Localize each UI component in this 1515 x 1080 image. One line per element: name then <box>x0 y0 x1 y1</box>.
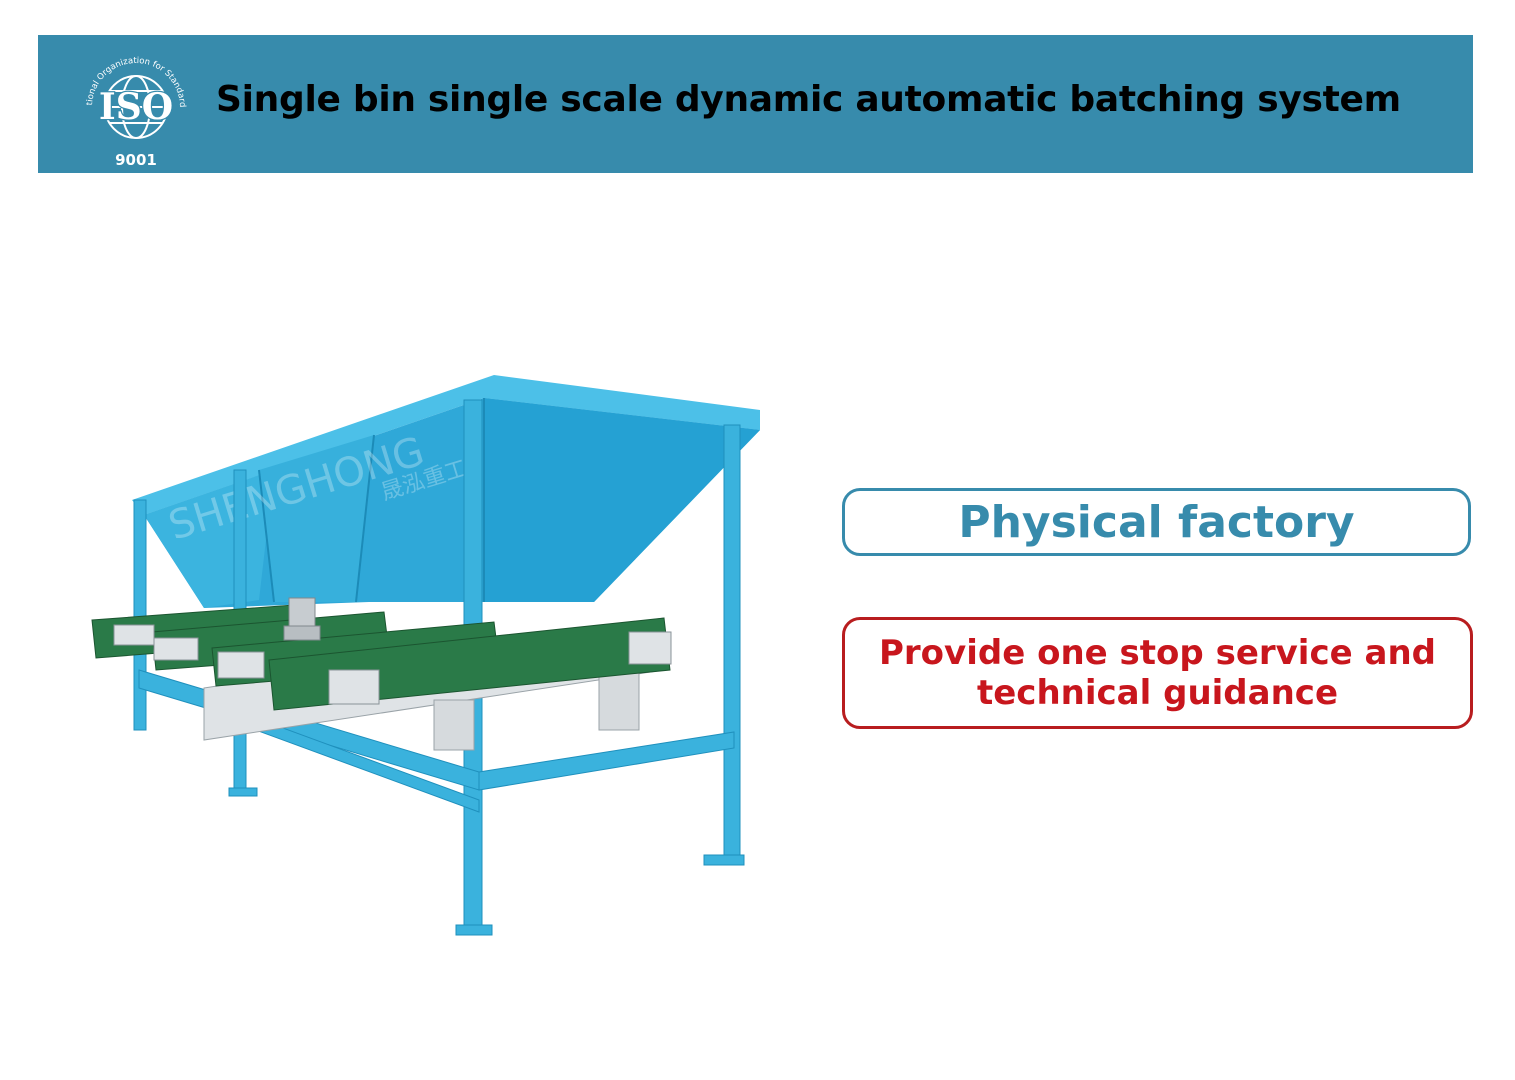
physical-factory-badge: Physical factory <box>842 488 1471 556</box>
iso-standard-number: 9001 <box>115 151 157 169</box>
page-title: Single bin single scale dynamic automati… <box>216 79 1401 120</box>
iso-mark: ISO <box>99 86 173 128</box>
service-label: Provide one stop service and technical g… <box>879 633 1436 713</box>
iso-9001-logo: International Organization for Standardi… <box>74 45 187 169</box>
service-badge: Provide one stop service and technical g… <box>842 617 1473 729</box>
batching-machine-photo: SHENGHONG 晟泓重工 <box>91 375 760 936</box>
motor-icon <box>283 597 321 641</box>
physical-factory-label: Physical factory <box>958 496 1355 548</box>
globe-icon <box>104 75 168 139</box>
support-frame <box>133 399 745 936</box>
header-banner: International Organization for Standardi… <box>38 35 1473 173</box>
conveyor-belts <box>91 597 672 751</box>
